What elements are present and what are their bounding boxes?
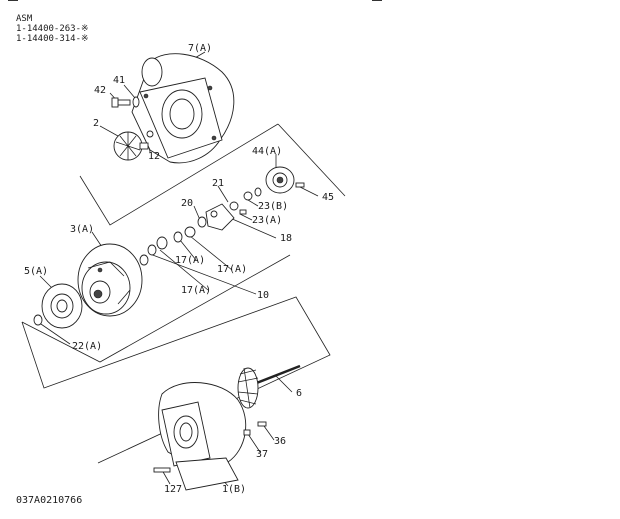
callout-17a-1: 17(A) xyxy=(175,255,206,266)
callout-5a: 5(A) xyxy=(24,266,49,277)
bolt-42-washer-41 xyxy=(111,96,140,108)
callout-18: 18 xyxy=(280,233,293,244)
callout-6: 6 xyxy=(296,388,303,399)
callout-20: 20 xyxy=(181,198,194,209)
leader-lines xyxy=(37,51,319,487)
callout-3a: 3(A) xyxy=(70,224,95,235)
callout-44a: 44(A) xyxy=(252,146,283,157)
callout-42: 42 xyxy=(94,85,107,96)
assembly-title: ASM xyxy=(16,14,33,24)
callout-12: 12 xyxy=(148,151,161,162)
callout-17a-2: 17(A) xyxy=(217,264,248,275)
callout-23b: 23(B) xyxy=(258,201,289,212)
drawing-code: 037A0210766 xyxy=(16,495,83,506)
callout-17a-3: 17(A) xyxy=(181,285,212,296)
callout-45: 45 xyxy=(322,192,335,203)
callout-2: 2 xyxy=(93,118,100,129)
bearing-housing xyxy=(77,243,143,317)
rings-and-bearing xyxy=(139,226,196,266)
callout-1b: 1(B) xyxy=(222,484,247,495)
turbine-wheel-shaft xyxy=(237,364,301,409)
heat-shield xyxy=(33,283,83,329)
callout-41: 41 xyxy=(113,75,126,86)
callout-127: 127 xyxy=(164,484,183,495)
turbine-housing xyxy=(153,382,267,491)
seal-plate xyxy=(265,166,305,194)
callout-7a: 7(A) xyxy=(188,43,213,54)
top-rule-right xyxy=(372,0,382,1)
callout-22a: 22(A) xyxy=(72,341,103,352)
assembly-part-number-b: 1-14400-314-※ xyxy=(16,34,89,44)
compressor-housing xyxy=(131,53,235,164)
assembly-part-number-a: 1-14400-263-※ xyxy=(16,24,89,34)
callout-37: 37 xyxy=(256,449,269,460)
compressor-wheel xyxy=(113,130,154,161)
upper-group-outline xyxy=(79,123,346,226)
callout-21: 21 xyxy=(212,178,225,189)
callout-36: 36 xyxy=(274,436,287,447)
thrust-parts xyxy=(197,187,262,231)
callout-10: 10 xyxy=(257,290,270,301)
top-rule-left xyxy=(8,0,18,1)
callout-23a: 23(A) xyxy=(252,215,283,226)
